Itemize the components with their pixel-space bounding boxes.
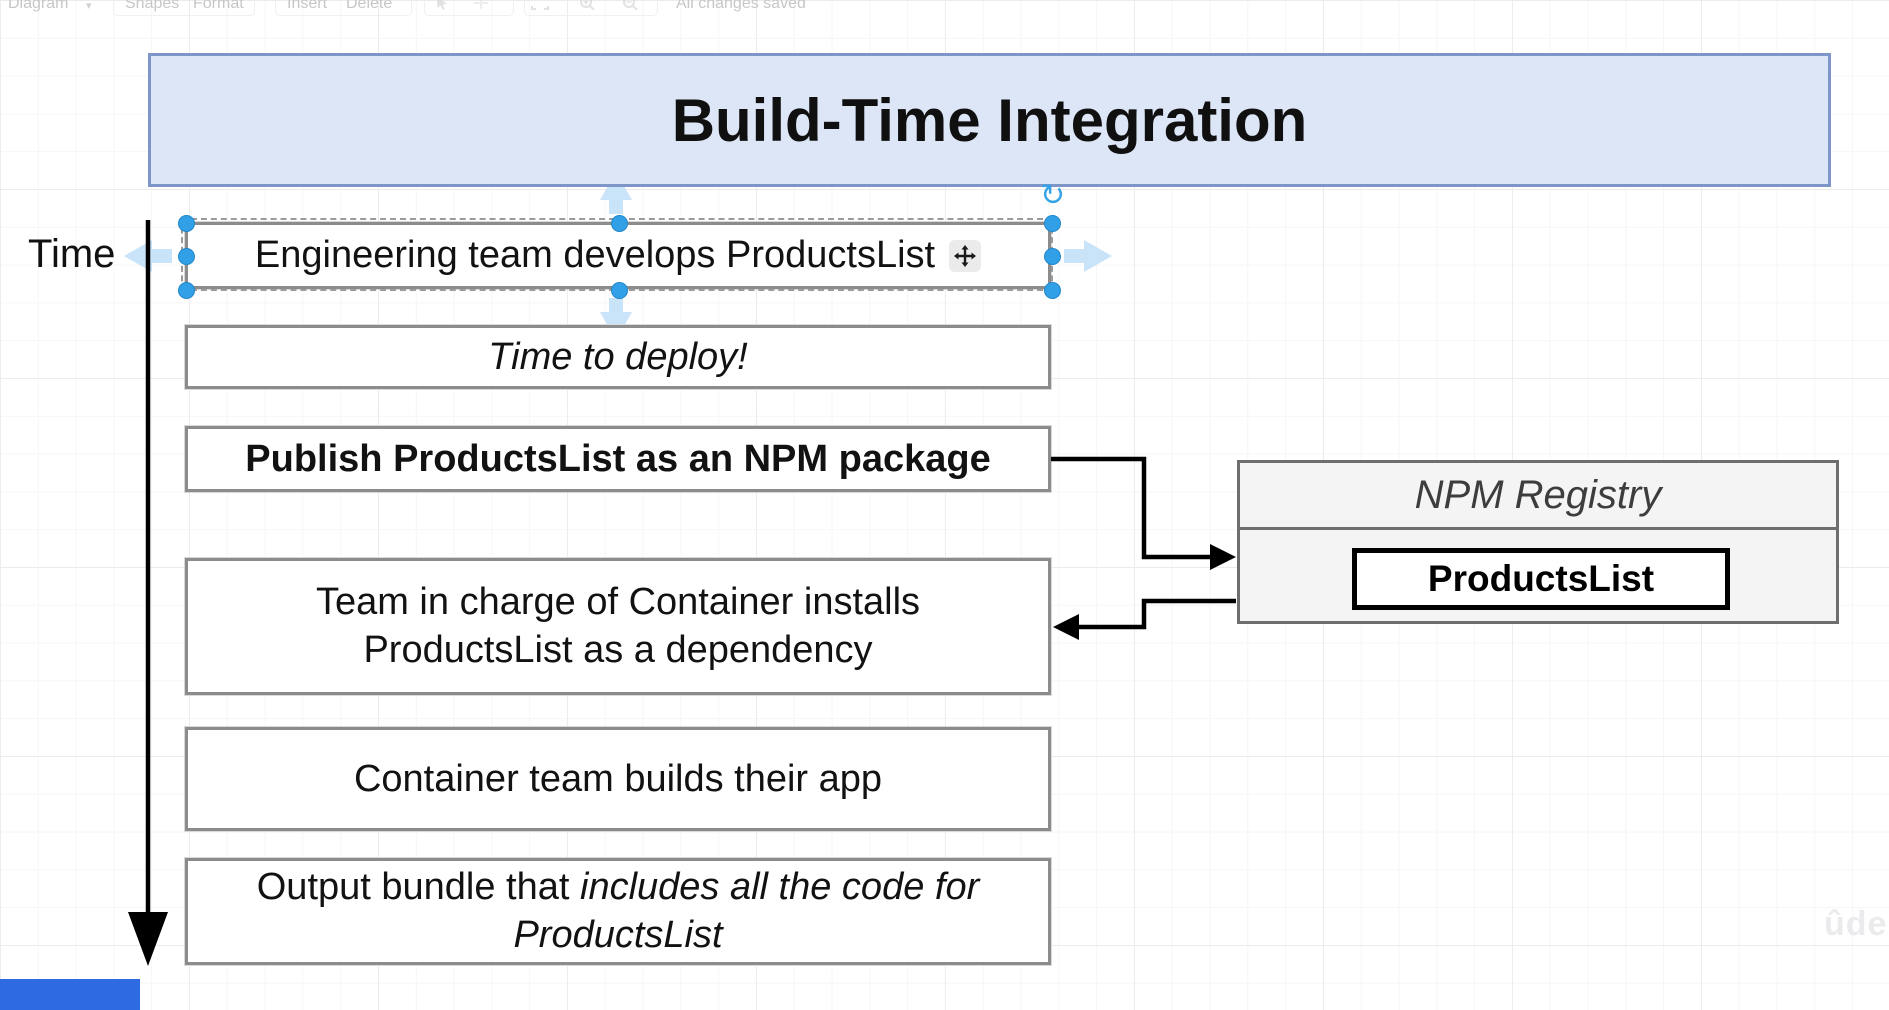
step-text-regular: Output bundle that	[256, 866, 580, 908]
step-box-develop[interactable]: Engineering team develops ProductsList	[185, 222, 1051, 289]
step-box-build[interactable]: Container team builds their app	[185, 727, 1051, 831]
fit-page-icon[interactable]	[531, 0, 549, 10]
arrow-left-handle	[124, 240, 172, 272]
step-text: Engineering team develops ProductsList	[254, 234, 936, 276]
save-status: All changes saved	[676, 0, 806, 12]
step-text: Team in charge of Container installs Pro…	[315, 581, 921, 671]
toolbar-group-shape	[113, 0, 255, 16]
zoom-in-icon[interactable]	[579, 0, 597, 11]
step-box-publish[interactable]: Publish ProductsList as an NPM package	[185, 426, 1051, 492]
step-text: Publish ProductsList as an NPM package	[245, 437, 991, 480]
resize-handle-e[interactable]	[1044, 248, 1061, 265]
menu-diagram[interactable]: Diagram	[8, 0, 69, 12]
npm-registry-label: NPM Registry	[1414, 472, 1662, 517]
move-cursor-icon	[949, 239, 982, 272]
arrow-down-handle	[600, 298, 632, 340]
editor-toolbar: Diagram ▾ Shapes Format Insert Delete Al…	[0, 0, 1889, 16]
diagram-title: Build-Time Integration	[671, 86, 1308, 154]
udemy-watermark: ûdemy	[1824, 905, 1889, 943]
video-progress-bar[interactable]	[0, 979, 140, 1010]
pan-icon[interactable]	[472, 0, 490, 10]
productslist-label: ProductsList	[1427, 558, 1655, 599]
step-text: Container team builds their app	[353, 757, 883, 800]
resize-handle-w[interactable]	[178, 248, 195, 265]
toolbar-group-edit	[275, 0, 412, 16]
step-text: Time to deploy!	[488, 335, 748, 378]
toolbar-shapes[interactable]: Shapes	[125, 0, 180, 12]
toolbar-insert[interactable]: Insert	[287, 0, 328, 12]
toolbar-group-zoom	[524, 0, 658, 16]
chevron-down-icon: ▾	[86, 0, 92, 12]
resize-handle-nw[interactable]	[178, 215, 195, 232]
step-box-output[interactable]: Output bundle that includes all the code…	[185, 858, 1051, 965]
toolbar-delete[interactable]: Delete	[346, 0, 393, 12]
step-box-install[interactable]: Team in charge of Container installs Pro…	[185, 558, 1051, 695]
arrow-up-handle	[600, 172, 632, 214]
resize-handle-se[interactable]	[1044, 282, 1061, 299]
arrow-right-handle	[1064, 240, 1112, 272]
resize-handle-n[interactable]	[611, 215, 628, 232]
rotate-handle-icon[interactable]: ↻	[1040, 179, 1066, 212]
npm-registry-header: NPM Registry	[1240, 463, 1836, 530]
resize-handle-ne[interactable]	[1044, 215, 1061, 232]
title-shape[interactable]: Build-Time Integration	[148, 53, 1831, 187]
resize-handle-s[interactable]	[611, 282, 628, 299]
step-box-deploy[interactable]: Time to deploy!	[185, 325, 1051, 389]
resize-handle-sw[interactable]	[178, 282, 195, 299]
npm-registry-shape[interactable]: NPM Registry ProductsList	[1237, 460, 1839, 624]
productslist-package-shape[interactable]: ProductsList	[1352, 548, 1730, 610]
toolbar-format[interactable]: Format	[193, 0, 244, 12]
zoom-out-icon[interactable]	[622, 0, 640, 11]
pointer-icon[interactable]	[434, 0, 452, 10]
step-text-italic: includes all the code for ProductsList	[513, 866, 980, 956]
time-axis-label: Time	[28, 232, 116, 276]
toolbar-group-cursor	[424, 0, 514, 16]
